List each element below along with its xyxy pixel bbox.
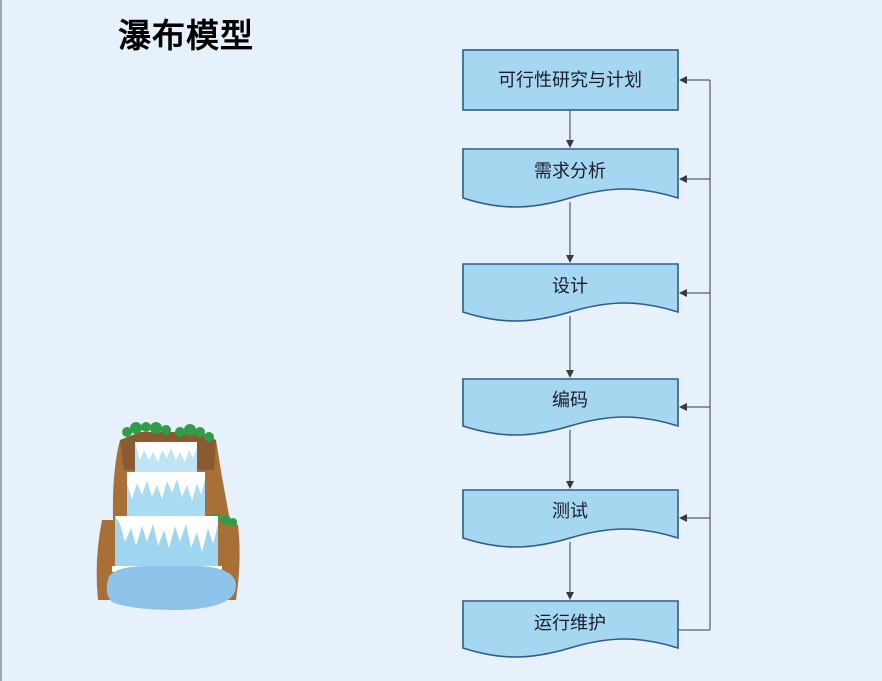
feedback-connectors — [678, 76, 711, 631]
step-label: 需求分析 — [534, 161, 606, 182]
step-label: 测试 — [552, 501, 588, 522]
step-label: 可行性研究与计划 — [498, 70, 642, 91]
step-box-feasibility: 可行性研究与计划 — [462, 49, 679, 111]
step-box-maintenance: 运行维护 — [462, 600, 679, 658]
step-box-coding: 编码 — [462, 378, 679, 436]
step-label: 设计 — [552, 276, 588, 297]
slide-left-border — [0, 0, 2, 681]
waterfall-icon — [96, 422, 240, 610]
step-label: 运行维护 — [534, 613, 606, 634]
step-box-requirements: 需求分析 — [462, 148, 679, 208]
step-label: 编码 — [552, 390, 588, 411]
step-box-design: 设计 — [462, 263, 679, 322]
page-title: 瀑布模型 — [118, 16, 254, 55]
step-box-testing: 测试 — [462, 489, 679, 548]
